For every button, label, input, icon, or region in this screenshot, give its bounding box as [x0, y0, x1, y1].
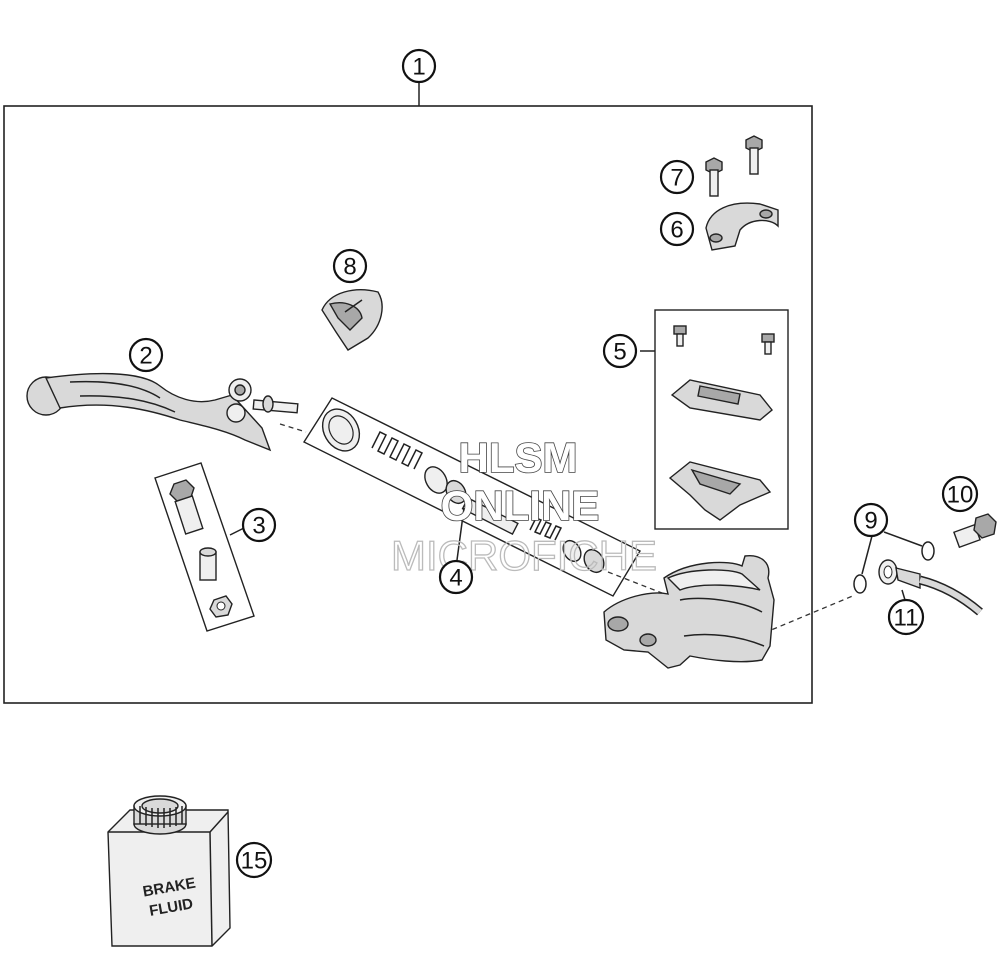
- callout-11-label: 11: [894, 605, 919, 632]
- callout-2-label: 2: [139, 343, 152, 370]
- callout-9-label: 9: [864, 508, 877, 535]
- callout-6[interactable]: 6: [659, 211, 695, 247]
- pivot-bolt-kit[interactable]: [154, 462, 255, 632]
- callout-6-label: 6: [670, 217, 683, 244]
- banjo-bolt[interactable]: [953, 513, 997, 549]
- callout-7-label: 7: [670, 165, 683, 192]
- callout-4-label: 4: [449, 565, 462, 592]
- callout-10[interactable]: 10: [941, 475, 979, 513]
- callout-1[interactable]: 1: [401, 48, 437, 84]
- handlebar-clamp[interactable]: [705, 202, 779, 251]
- callout-15-label: 15: [241, 848, 268, 875]
- assembly-frame: [3, 105, 813, 704]
- callout-10-label: 10: [947, 482, 974, 509]
- brake-fluid-bottle[interactable]: BRAKE FLUID: [107, 795, 231, 947]
- reservoir-cover-kit[interactable]: [654, 309, 789, 530]
- callout-11[interactable]: 11: [887, 598, 925, 636]
- callout-1-label: 1: [412, 54, 425, 81]
- callout-15[interactable]: 15: [235, 841, 273, 879]
- callout-2[interactable]: 2: [128, 337, 164, 373]
- piston-kit[interactable]: [302, 397, 641, 597]
- sealing-washers[interactable]: [853, 541, 935, 594]
- callout-9[interactable]: 9: [853, 502, 889, 538]
- watermark-line2: ONLINE: [441, 482, 600, 529]
- brake-hose[interactable]: [878, 559, 983, 616]
- callout-3[interactable]: 3: [241, 507, 277, 543]
- callout-3-label: 3: [252, 513, 265, 540]
- watermark-line1: HLSM: [459, 434, 578, 481]
- callout-8-label: 8: [343, 254, 356, 281]
- callout-5-label: 5: [613, 339, 626, 366]
- callout-7[interactable]: 7: [659, 159, 695, 195]
- clamp-bolts[interactable]: [705, 135, 763, 197]
- watermark-line3: MICROFICHE: [391, 532, 657, 579]
- callout-5[interactable]: 5: [602, 333, 638, 369]
- watermark: HLSM ONLINE MICROFICHE: [390, 433, 657, 579]
- master-cylinder-body[interactable]: [603, 555, 775, 669]
- callout-4[interactable]: 4: [438, 559, 474, 595]
- lever-adjuster[interactable]: [321, 289, 383, 351]
- brake-lever[interactable]: [26, 372, 299, 452]
- callout-8[interactable]: 8: [332, 248, 368, 284]
